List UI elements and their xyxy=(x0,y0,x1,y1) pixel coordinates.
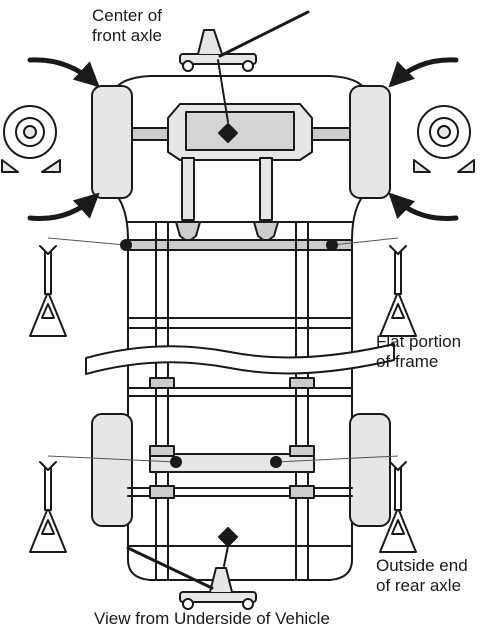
leader-front-right xyxy=(331,237,399,246)
front-left-tire xyxy=(91,85,133,199)
rear-left-tire xyxy=(91,413,133,527)
right-wheel-chocked xyxy=(413,105,475,173)
support-point-front-right xyxy=(326,239,338,251)
jack-stand-front-right xyxy=(379,245,417,337)
arrow-front-left-bottom xyxy=(27,192,100,222)
label-center-front-axle: Center of front axle xyxy=(92,6,162,45)
front-link-left xyxy=(181,157,195,221)
frame-break-mark xyxy=(85,343,395,375)
leader-rear-right xyxy=(275,455,399,463)
support-point-rear-left xyxy=(170,456,182,468)
front-axle-center-point xyxy=(218,123,238,143)
leader-rear-left xyxy=(47,455,177,463)
left-wheel-chocked xyxy=(1,105,61,173)
arrow-front-right-bottom xyxy=(388,192,459,222)
label-flat-portion-frame: Flat portion of frame xyxy=(376,332,462,371)
support-point-rear-right xyxy=(270,456,282,468)
front-floor-jack xyxy=(179,10,310,123)
arrow-front-left-top xyxy=(27,57,100,88)
front-right-tire xyxy=(349,85,391,199)
jack-stand-rear-right xyxy=(379,461,417,553)
support-point-front-left xyxy=(120,239,132,251)
front-link-right xyxy=(259,157,273,221)
jack-stand-rear-left xyxy=(29,461,67,553)
arrow-front-right-top xyxy=(388,57,459,88)
frame-cross-member-2 xyxy=(127,239,353,251)
leader-front-left xyxy=(47,237,127,246)
rear-floor-jack xyxy=(126,545,257,610)
rear-right-tire xyxy=(349,413,391,527)
label-outside-end-rear-axle: Outside end of rear axle xyxy=(376,556,468,595)
jack-stand-front-left xyxy=(29,245,67,337)
diagram-caption: View from Underside of Vehicle xyxy=(94,609,330,628)
